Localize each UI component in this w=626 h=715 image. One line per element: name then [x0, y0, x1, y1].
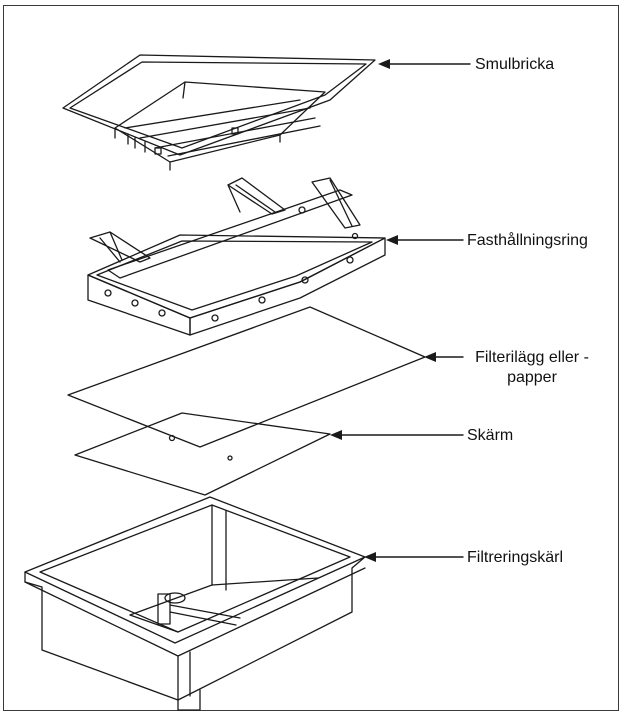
- label-crumb-tray: Smulbricka: [475, 56, 555, 73]
- label-hold-down-ring: Fasthållningsring: [467, 232, 588, 249]
- screen-drawing: [74, 412, 331, 496]
- label-screen: Skärm: [467, 427, 514, 444]
- filter-pad-drawing: [67, 306, 426, 448]
- hold-down-ring-drawing: [87, 177, 386, 336]
- label-filter-pan: Filtreringskärl: [467, 549, 564, 566]
- leader-arrows: [330, 59, 471, 562]
- crumb-tray-drawing: [62, 54, 376, 171]
- label-filter-pad: Filterilägg eller - papper: [475, 349, 589, 386]
- filter-pan-drawing: [24, 496, 366, 711]
